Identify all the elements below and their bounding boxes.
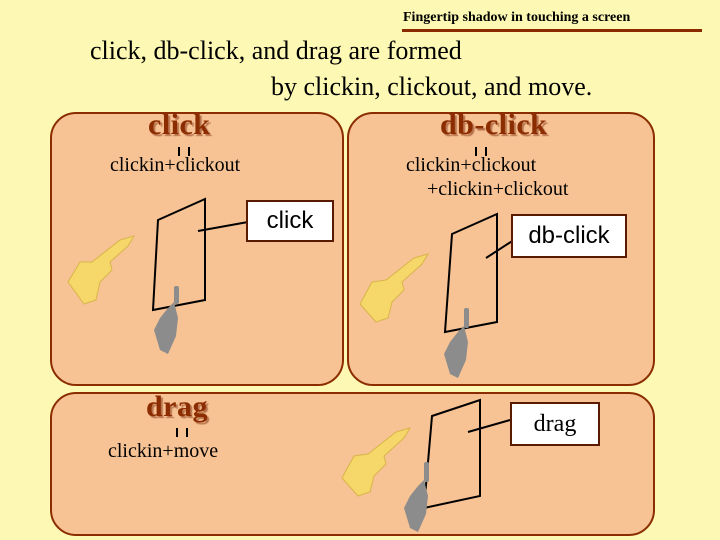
dbclick-formula-line-1: clickin+clickout [406,154,537,176]
subtitle-line-1: click, db-click, and drag are formed [90,36,462,65]
drag-callout: drag [510,402,600,446]
fingertip-shadow-icon [154,286,179,354]
equals-mark [188,147,190,156]
dbclick-label: db-click [440,108,548,141]
fingertip-shadow-icon [404,462,429,532]
hand-icon [67,235,136,305]
title-underline [402,29,702,32]
click-label: click [148,108,211,141]
drag-label: drag [146,390,208,423]
callout-pointer [467,419,511,433]
subtitle-line-2: by clickin, clickout, and move. [271,72,593,101]
click-formula: clickin+clickout [110,154,241,176]
equals-mark [186,428,188,437]
dbclick-callout: db-click [511,214,627,258]
dbclick-formula-line-2: +clickin+clickout [427,178,569,200]
click-callout: click [246,200,334,242]
drag-formula: clickin+move [108,440,219,462]
equals-mark [178,147,180,156]
equals-mark [176,428,178,437]
equals-mark [475,147,477,156]
screen-plane [422,398,481,510]
slide-title: Fingertip shadow in touching a screen [403,10,631,25]
hand-icon [359,253,430,323]
screen-plane [151,197,206,312]
fingertip-shadow-icon [444,308,469,378]
callout-pointer [197,221,249,232]
hand-icon [341,427,412,497]
screen-plane [443,212,498,334]
equals-mark [485,147,487,156]
